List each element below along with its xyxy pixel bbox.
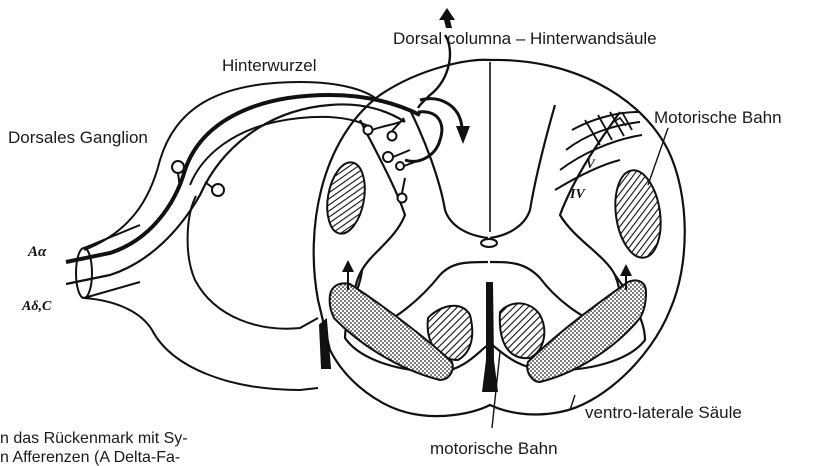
central-canal	[481, 239, 497, 247]
ventral-median-fissure	[482, 282, 498, 392]
lamina-label-iv: IV	[569, 187, 586, 202]
arrow-up-left-icon	[342, 260, 354, 272]
ventro-laterale-label: ventro-laterale Säule	[585, 403, 742, 422]
caption-line-1: n das Rückenmark mit Sy-	[0, 430, 188, 447]
dorsales-ganglion-label: Dorsales Ganglion	[8, 128, 148, 147]
dorsal-column-fiber	[405, 35, 462, 161]
motorische-bahn-bottom-label: motorische Bahn	[430, 439, 558, 458]
fiber-label-a-alpha: Aα	[27, 244, 47, 260]
caption-line-2: n Afferenzen (A Delta-Fa-	[0, 449, 180, 466]
arrow-up-right-icon	[620, 264, 632, 276]
motorische-bahn-right-label: Motorische Bahn	[654, 108, 782, 127]
afferent-fibers	[66, 95, 420, 284]
hinterwurzel-label: Hinterwurzel	[222, 56, 316, 75]
arrow-down-icon	[456, 126, 470, 144]
dorsal-column-label: Dorsal columna – Hinterwandsäule	[393, 29, 657, 48]
fiber-label-a-delta-c: Aδ,C	[21, 299, 52, 314]
lamina-label-v: V	[586, 156, 596, 171]
arrow-up-icon	[439, 8, 455, 28]
